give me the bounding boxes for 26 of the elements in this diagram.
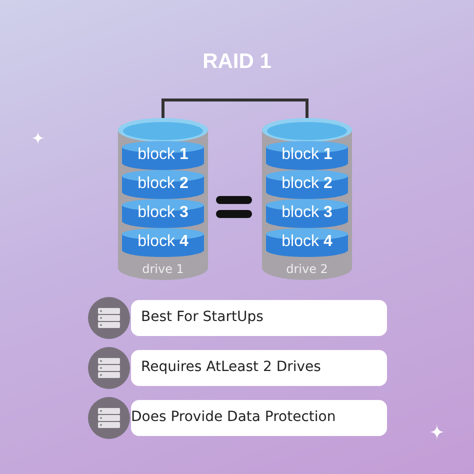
block-slab [122, 170, 204, 200]
block-slab [122, 228, 204, 258]
block-slab [266, 228, 348, 258]
block-slab [122, 199, 204, 229]
connector-line [162, 98, 308, 118]
feature-text: Does Provide Data Protection [131, 409, 336, 425]
block-label: block 3 [136, 204, 190, 222]
drive-label: drive 1 [141, 262, 185, 276]
block-slab [266, 199, 348, 229]
drive-label: drive 2 [285, 262, 329, 276]
block-slab [266, 141, 348, 171]
feature-text: Requires AtLeast 2 Drives [141, 359, 321, 375]
block-slab [122, 141, 204, 171]
block-label: block 1 [280, 146, 334, 164]
block-slab [266, 170, 348, 200]
feature-card [131, 350, 387, 386]
block-label: block 2 [280, 175, 334, 193]
block-label: block 1 [136, 146, 190, 164]
title: RAID 1 [202, 50, 272, 74]
feature-card [131, 400, 387, 436]
feature-text: Best For StartUps [141, 309, 264, 325]
block-label: block 4 [280, 233, 334, 251]
block-label: block 2 [136, 175, 190, 193]
block-label: block 4 [136, 233, 190, 251]
feature-card [131, 300, 387, 336]
block-label: block 3 [280, 204, 334, 222]
